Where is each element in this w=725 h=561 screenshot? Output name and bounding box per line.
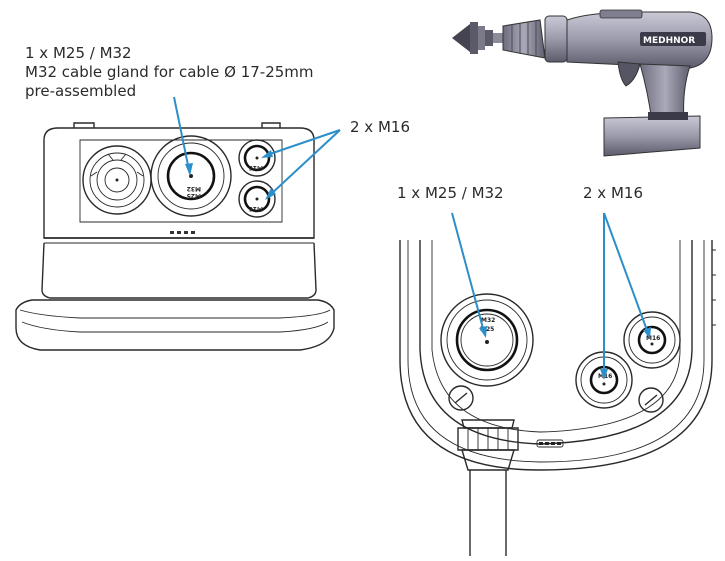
step-drill-bit-icon	[452, 22, 503, 54]
left-small-marking-bottom: M16	[249, 205, 263, 212]
screw-hole-right	[638, 387, 664, 413]
right-big-knockout: M32 M25	[440, 293, 534, 387]
housing-perspective-view: M25 M32 M16 M16	[15, 96, 341, 351]
left-big-knockout: M25 M32	[150, 135, 232, 217]
right-m25-callout: 1 x M25 / M32	[397, 184, 504, 202]
main-gland-callout: 1 x M25 / M32 M32 cable gland for cable …	[25, 44, 314, 101]
left-small-knockout-bottom: M16	[238, 180, 276, 218]
right-m16-callout: 2 x M16	[583, 184, 643, 202]
left-small-marking-top: M16	[249, 164, 263, 171]
drill-brand-text: MEDHNOR	[643, 36, 695, 46]
right-small-marking-right: M16	[646, 335, 660, 342]
right-big-marking: M25	[480, 326, 494, 333]
callout-line-1: 1 x M25 / M32	[25, 44, 132, 62]
housing-front-view: M32 M25 M16 M16	[399, 212, 716, 556]
indicator-dots	[170, 231, 195, 234]
callout-line-2: M32 cable gland for cable Ø 17-25mm	[25, 63, 314, 81]
indicator-leds	[536, 439, 564, 448]
left-big-marking: M25	[187, 192, 201, 199]
left-small-knockout-top: M16	[238, 139, 276, 177]
left-arrows	[173, 96, 341, 200]
drill-icon: MEDHNOR	[452, 9, 713, 157]
screw-hole-left	[448, 385, 474, 411]
left-cable-gland	[82, 145, 152, 215]
right-small-knockout-right: M16	[623, 311, 681, 369]
callout-line-3: pre-assembled	[25, 82, 137, 100]
right-arrows	[451, 212, 651, 380]
left-big-marking-sub: M32	[187, 185, 201, 192]
bottom-cable-gland	[457, 419, 519, 556]
left-m16-callout: 2 x M16	[350, 118, 410, 136]
right-big-marking-top: M32	[481, 317, 495, 324]
